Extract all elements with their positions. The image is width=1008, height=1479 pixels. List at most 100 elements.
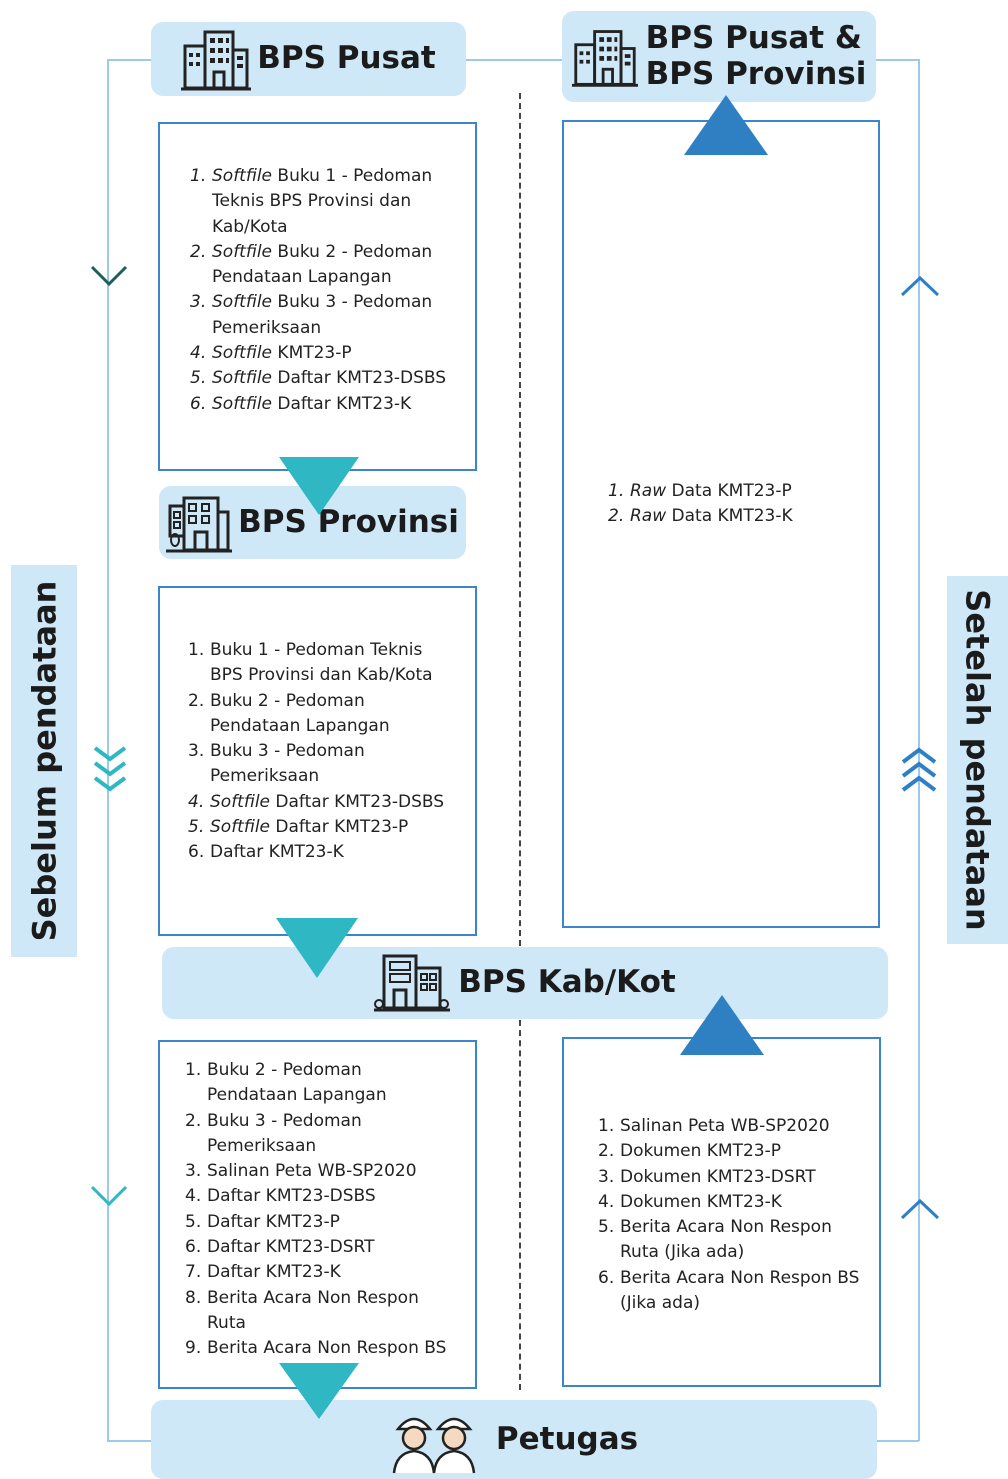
list-item-prefix: Softfile: [212, 166, 273, 186]
chevron-up-icon: [900, 275, 940, 297]
list-item: 5.Daftar KMT23-P: [185, 1210, 467, 1235]
chevron-up-icon: [901, 747, 937, 792]
header-bps-pusat-label: BPS Pusat: [257, 40, 436, 77]
list-item-prefix: Softfile: [210, 791, 271, 812]
list-item: 5.Softfile Daftar KMT23-DSBS: [190, 366, 465, 391]
arrow-down-to-petugas: [279, 1363, 359, 1419]
list-item-number: 5.: [598, 1217, 615, 1238]
list-item-number: 3.: [185, 1161, 202, 1182]
list-item-continuation: Pendataan Lapangan: [207, 1085, 387, 1106]
list-item-text: Dokumen KMT23-P: [620, 1141, 782, 1162]
list-item-continuation: Ruta: [207, 1312, 246, 1333]
list-item-number: 2.: [598, 1141, 615, 1162]
side-label-before: Sebelum pendataan: [11, 565, 77, 957]
list-item-text: Daftar KMT23-P: [207, 1211, 340, 1232]
side-label-before-text: Sebelum pendataan: [25, 580, 63, 942]
list-item-prefix: Raw: [630, 506, 667, 527]
list-item-text: Daftar KMT23-DSBS: [272, 368, 447, 389]
header-bps-provinsi-label: BPS Provinsi: [238, 503, 459, 540]
header-petugas-label: Petugas: [495, 1420, 639, 1457]
center-divider-bottom: [519, 1020, 521, 1390]
chevron-up-icon: [900, 1198, 940, 1220]
list-item-text: Daftar KMT23-DSBS: [207, 1186, 376, 1207]
list-item-text: Dokumen KMT23-K: [620, 1191, 782, 1212]
header-bps-pusat-provinsi-line2: BPS Provinsi: [645, 55, 867, 92]
list-item-number: 5.: [190, 368, 207, 389]
header-bps-kabkot-label: BPS Kab/Kot: [458, 964, 676, 1001]
list-item-number: 3.: [188, 741, 205, 762]
list-item-prefix: Softfile: [212, 343, 273, 364]
left-flow-line: [107, 59, 109, 1441]
list-item-number: 1.: [608, 481, 625, 501]
list-item-prefix: Softfile: [210, 817, 271, 838]
header-petugas: Petugas: [151, 1400, 877, 1479]
list-item-continuation: Pendataan Lapangan: [212, 267, 392, 288]
list-item-text: Daftar KMT23-DSBS: [270, 791, 445, 812]
list-item-prefix: Softfile: [212, 368, 273, 389]
list-item: 6.Berita Acara Non Respon BS(Jika ada): [598, 1266, 871, 1317]
list-item-number: 3.: [190, 292, 207, 313]
center-divider-top: [519, 93, 521, 946]
arrow-down-to-kabkot: [276, 918, 358, 978]
header-bps-pusat: BPS Pusat: [151, 22, 466, 96]
side-label-after: Setelah pendataan: [947, 576, 1008, 944]
arrow-down-to-provinsi: [279, 457, 359, 515]
list-item-continuation: (Jika ada): [620, 1293, 700, 1314]
office-building-icon: [181, 30, 252, 91]
list-item-number: 2.: [185, 1110, 202, 1131]
list-item-number: 6.: [185, 1237, 202, 1258]
field-workers-icon: [392, 1417, 476, 1473]
header-bps-pusat-provinsi: BPS Pusat & BPS Provinsi: [562, 11, 876, 102]
top-connector: [466, 59, 562, 61]
arrow-up-to-pusat: [684, 95, 768, 155]
list-item: 1.Salinan Peta WB-SP2020: [598, 1114, 871, 1139]
list-item-text: KMT23-P: [272, 343, 352, 364]
list-item: 1.Raw Data KMT23-P: [608, 479, 793, 504]
list-item-text: Buku 1 - Pedoman: [272, 166, 433, 186]
list-item-continuation: Ruta (Jika ada): [620, 1242, 745, 1263]
chevron-down-icon: [93, 746, 127, 792]
list-item-text: Dokumen KMT23-DSRT: [620, 1166, 816, 1187]
list-item: 6.Softfile Daftar KMT23-K: [190, 392, 465, 417]
list-item: 4.Daftar KMT23-DSBS: [185, 1184, 467, 1209]
office-building-icon: [571, 29, 638, 87]
right-top-connector: [876, 59, 919, 61]
list-item-prefix: Softfile: [212, 292, 273, 313]
list-item-text: Berita Acara Non Respon BS: [620, 1267, 860, 1288]
list-item-number: 6.: [190, 393, 207, 414]
list-item: 4.Dokumen KMT23-K: [598, 1190, 871, 1215]
header-bps-pusat-provinsi-line1: BPS Pusat &: [645, 19, 862, 56]
list-item-prefix: Raw: [630, 481, 667, 501]
list-item-text: Buku 3 - Pedoman: [210, 741, 365, 762]
list-item-number: 2.: [190, 241, 207, 262]
list-item-continuation: Pemeriksaan: [210, 766, 320, 787]
list-item-number: 1.: [598, 1116, 615, 1136]
list-item: 4.Softfile KMT23-P: [190, 341, 465, 366]
office-building-icon: [374, 954, 451, 1012]
list-item: 2.Dokumen KMT23-P: [598, 1139, 871, 1164]
list-item-text: Buku 2 - Pedoman: [207, 1060, 362, 1080]
list-item-number: 2.: [188, 690, 205, 711]
list-item-text: Buku 2 - Pedoman: [210, 690, 365, 711]
list-item: 6.Daftar KMT23-K: [188, 840, 465, 865]
list-item-text: Data KMT23-K: [666, 506, 793, 527]
list-item: 2.Raw Data KMT23-K: [608, 504, 793, 529]
list-item-number: 4.: [190, 343, 207, 364]
list-item-continuation: Pendataan Lapangan: [210, 715, 390, 736]
list-item-text: Daftar KMT23-K: [207, 1262, 341, 1283]
arrow-up-to-kabkot: [680, 995, 764, 1055]
right-bottom-connector: [876, 1440, 919, 1442]
list-item-text: Salinan Peta WB-SP2020: [207, 1161, 417, 1182]
